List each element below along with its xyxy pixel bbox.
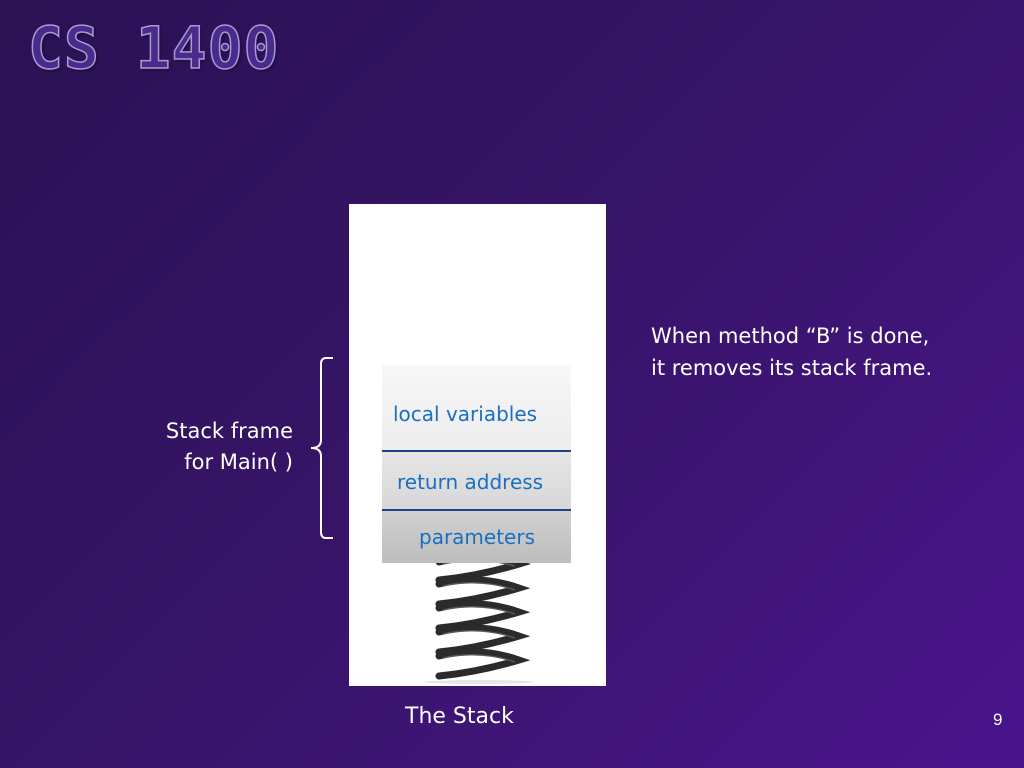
stack-frame-label-line1: Stack frame bbox=[165, 419, 293, 443]
stack-frame-label-line2: for Main( ) bbox=[184, 450, 293, 474]
curly-brace-icon bbox=[310, 357, 333, 539]
stack-caption: The Stack bbox=[405, 704, 514, 729]
stack-block-parameters: parameters bbox=[382, 511, 571, 563]
stack-frame-label: Stack frame for Main( ) bbox=[166, 416, 293, 478]
stack-container: local variables return address parameter… bbox=[349, 204, 606, 686]
slide-number: 9 bbox=[993, 710, 1003, 729]
explanation-line2: it removes its stack frame. bbox=[651, 356, 933, 380]
stack-block-return-address: return address bbox=[382, 452, 571, 511]
explanation-text: When method “B” is done, it removes its … bbox=[651, 320, 932, 384]
explanation-line1: When method “B” is done, bbox=[651, 324, 930, 348]
spring-image bbox=[424, 554, 534, 684]
local-variables-label: local variables bbox=[393, 402, 538, 426]
parameters-label: parameters bbox=[419, 525, 536, 549]
return-address-label: return address bbox=[397, 470, 544, 494]
slide-title: CS 1400 bbox=[27, 13, 280, 83]
stack-block-local-variables: local variables bbox=[382, 365, 571, 452]
